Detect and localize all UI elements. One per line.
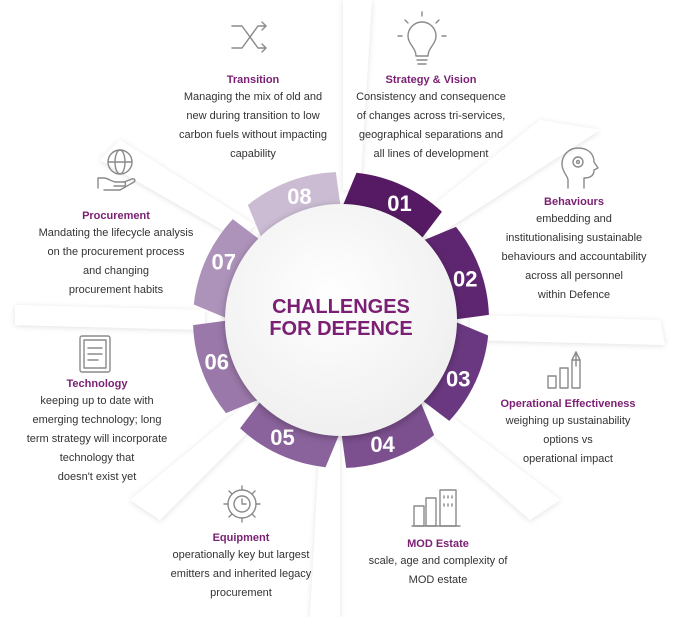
label-title: Equipment	[212, 532, 270, 544]
label-strategy-vision: Strategy & Vision Consistency and conseq…	[346, 74, 516, 164]
segment-07	[193, 219, 264, 320]
head-gear-icon	[561, 147, 599, 189]
lightbulb-icon	[397, 11, 447, 65]
segment-03	[418, 320, 489, 421]
label-line: scale, age and complexity of	[368, 555, 508, 567]
label-line: within Defence	[537, 289, 611, 301]
segment-06	[193, 320, 264, 414]
blade-2	[415, 120, 600, 240]
segment-number-07: 07	[212, 250, 236, 275]
shuffle-icon	[231, 21, 267, 53]
label-line: weighing up sustainability	[505, 415, 631, 427]
segment-number-02: 02	[453, 266, 477, 291]
segment-numbers: 01 02 03 04 05 06 07 08	[205, 184, 478, 457]
label-title: Technology	[66, 378, 128, 390]
document-icon	[79, 335, 111, 373]
center-title-line2: FOR DEFENCE	[269, 318, 413, 340]
label-line: operational impact	[523, 453, 613, 465]
label-line: of changes across tri-services,	[356, 110, 506, 122]
label-line: keeping up to date with	[40, 395, 154, 407]
label-line: and changing	[82, 265, 150, 277]
label-operational-effectiveness: Operational Effectiveness weighing up su…	[488, 398, 648, 469]
label-equipment: Equipment operationally key but largest …	[156, 532, 326, 603]
label-line: procurement habits	[68, 284, 164, 296]
label-line: emitters and inherited legacy	[170, 568, 312, 580]
label-transition: Transition Managing the mix of old and n…	[168, 74, 338, 164]
label-line: institutionalising sustainable	[505, 232, 643, 244]
label-line: Managing the mix of old and	[183, 91, 323, 103]
label-line: behaviours and accountability	[501, 251, 647, 263]
segment-02	[418, 226, 489, 320]
segment-01	[341, 172, 442, 243]
center-title: CHALLENGES FOR DEFENCE	[236, 296, 446, 340]
segment-number-05: 05	[270, 425, 294, 450]
label-line: carbon fuels without impacting	[179, 129, 327, 141]
label-line: geographical separations and	[358, 129, 504, 141]
label-line: new during transition to low	[186, 110, 320, 122]
label-line: all lines of development	[373, 148, 489, 160]
label-procurement: Procurement Mandating the lifecycle anal…	[26, 210, 206, 300]
blade-3	[470, 315, 665, 345]
label-line: term strategy will incorporate	[26, 433, 168, 445]
label-line: procurement	[210, 587, 272, 599]
segment-number-03: 03	[446, 366, 470, 391]
segment-number-01: 01	[387, 191, 411, 216]
segment-number-08: 08	[287, 184, 311, 209]
gear-clock-icon	[223, 485, 261, 523]
label-line: emerging technology; long	[32, 414, 162, 426]
segment-05	[240, 397, 341, 468]
blade-4	[410, 400, 560, 520]
label-title: Behaviours	[544, 196, 604, 208]
blade-5	[310, 440, 340, 617]
blade-8	[100, 140, 255, 240]
label-line: capability	[230, 148, 276, 160]
label-line: doesn't exist yet	[57, 471, 137, 483]
label-line: options vs	[543, 434, 593, 446]
label-line: across all personnel	[525, 270, 623, 282]
label-line: MOD estate	[408, 574, 468, 586]
label-line: on the procurement process	[47, 246, 185, 258]
blade-7	[15, 305, 205, 330]
label-title: MOD Estate	[407, 538, 469, 550]
label-title: Transition	[226, 74, 280, 86]
segment-08	[247, 172, 341, 243]
segment-number-06: 06	[205, 350, 229, 375]
label-title: Operational Effectiveness	[500, 398, 636, 410]
segment-04	[341, 397, 435, 468]
center-circle	[225, 204, 457, 436]
label-line: Consistency and consequence	[356, 91, 506, 103]
background-blades	[15, 0, 665, 617]
growth-chart-icon	[547, 351, 581, 389]
buildings-icon	[411, 489, 461, 527]
label-line: operationally key but largest	[172, 549, 310, 561]
center-title-line1: CHALLENGES	[272, 296, 410, 318]
label-mod-estate: MOD Estate scale, age and complexity of …	[352, 538, 524, 590]
label-title: Procurement	[82, 210, 150, 222]
globe-hand-icon	[97, 149, 136, 191]
label-line: embedding and	[536, 213, 612, 225]
segment-number-04: 04	[370, 432, 395, 457]
label-technology: Technology keeping up to date with emerg…	[14, 378, 180, 487]
segment-ring	[193, 172, 489, 468]
label-behaviours: Behaviours embedding and institutionalis…	[494, 196, 654, 305]
blade-1	[343, 0, 372, 190]
label-title: Strategy & Vision	[385, 74, 477, 86]
label-line: Mandating the lifecycle analysis	[38, 227, 194, 239]
blade-6	[130, 405, 260, 520]
label-line: technology that	[59, 452, 135, 464]
